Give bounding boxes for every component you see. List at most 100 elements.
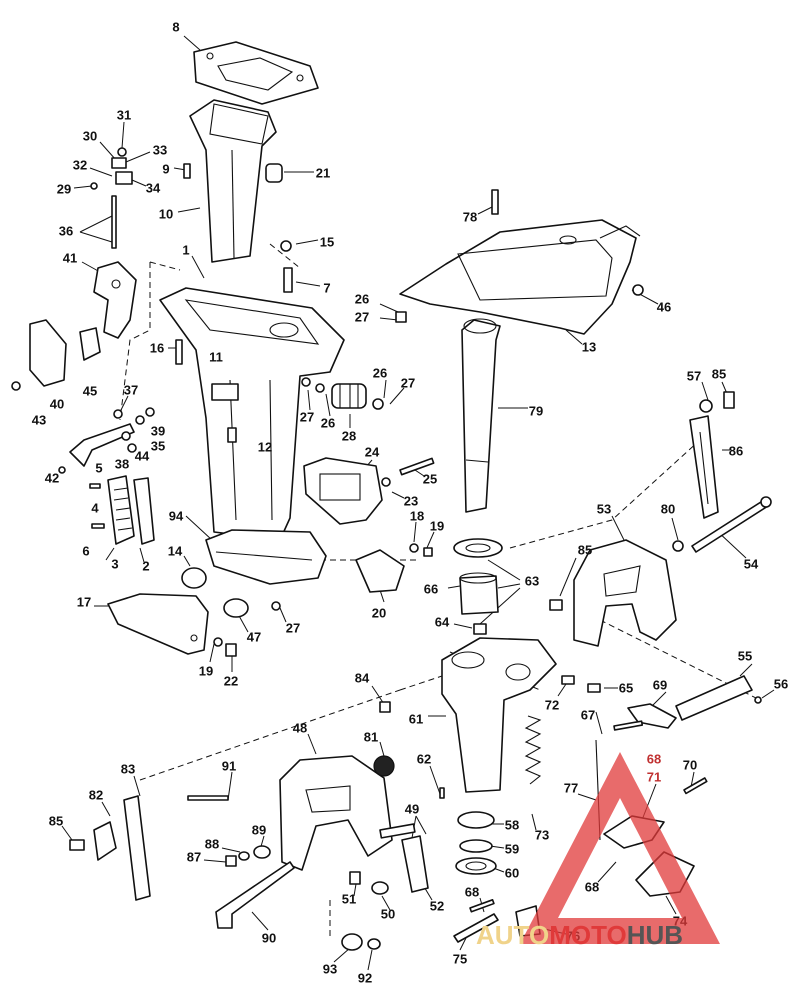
callout-35: 35 <box>151 438 165 453</box>
watermark-text: AUTOMOTOHUB <box>476 920 683 950</box>
part-94-cavitation-plate <box>205 529 327 585</box>
callout-27: 27 <box>286 620 300 635</box>
callout-54: 54 <box>744 556 759 571</box>
callout-88: 88 <box>205 836 219 851</box>
part-79-steering-tube <box>461 318 501 513</box>
part-83-link <box>123 795 151 901</box>
part-1-drive-shaft-housing <box>159 287 345 541</box>
callout-53: 53 <box>597 501 611 516</box>
callout-55: 55 <box>738 648 752 663</box>
callout-38: 38 <box>115 456 129 471</box>
callout-47: 47 <box>247 629 261 644</box>
callout-52: 52 <box>430 898 444 913</box>
callout-23: 23 <box>404 493 418 508</box>
callout-22: 22 <box>224 673 238 688</box>
part-21-plug <box>265 163 283 183</box>
part-54-tilt-rod <box>691 496 772 553</box>
part-41-shift-lever <box>93 261 137 339</box>
callout-27: 27 <box>355 309 369 324</box>
watermark-moto: MOTO <box>549 920 627 950</box>
callout-3: 3 <box>111 556 118 571</box>
callout-4: 4 <box>91 500 99 515</box>
callout-77: 77 <box>564 780 578 795</box>
callout-19: 19 <box>199 663 213 678</box>
automotohub-watermark: AUTOMOTOHUB <box>476 752 720 950</box>
callout-85: 85 <box>49 813 63 828</box>
callout-72: 72 <box>545 697 559 712</box>
part-73-spring <box>524 715 542 785</box>
callout-68: 68 <box>585 879 599 894</box>
watermark-hub: HUB <box>627 920 683 950</box>
callout-27: 27 <box>300 409 314 424</box>
callout-75: 75 <box>453 951 467 966</box>
callout-42: 42 <box>45 470 59 485</box>
callout-30: 30 <box>83 128 97 143</box>
part-66-bushing <box>459 572 499 615</box>
callout-37: 37 <box>124 382 138 397</box>
part-93-washer <box>341 933 363 951</box>
part-14-grommet <box>181 567 207 589</box>
callout-48: 48 <box>293 720 307 735</box>
part-82-plate <box>93 821 117 861</box>
callout-57: 57 <box>687 368 701 383</box>
callout-56: 56 <box>774 676 788 691</box>
callout-31: 31 <box>117 107 131 122</box>
part-47-grommet <box>223 598 249 618</box>
callout-82: 82 <box>89 787 103 802</box>
callout-68: 68 <box>465 884 479 899</box>
part-92-nut <box>367 938 381 950</box>
callout-58: 58 <box>505 817 519 832</box>
callout-29: 29 <box>57 181 71 196</box>
callout-79: 79 <box>529 403 543 418</box>
callout-16: 16 <box>150 340 164 355</box>
callout-8: 8 <box>172 19 179 34</box>
callout-39: 39 <box>151 423 165 438</box>
part-13-swivel-bracket <box>399 219 641 335</box>
callout-17: 17 <box>77 594 91 609</box>
part-63-washer <box>453 538 503 558</box>
part-90-tilt-lever <box>215 861 295 929</box>
part-40-bracket <box>29 319 67 387</box>
part-24-mount-cover <box>303 457 383 525</box>
callout-85: 85 <box>712 366 726 381</box>
callout-83: 83 <box>121 761 135 776</box>
callout-93: 93 <box>323 961 337 976</box>
callout-61: 61 <box>409 711 423 726</box>
callout-28: 28 <box>342 428 356 443</box>
callout-69: 69 <box>653 677 667 692</box>
callout-21: 21 <box>316 165 330 180</box>
callout-84: 84 <box>355 670 370 685</box>
callout-85: 85 <box>578 542 592 557</box>
callout-67: 67 <box>581 707 595 722</box>
callout-71: 71 <box>647 769 661 784</box>
part-61-swivel-housing <box>441 637 557 793</box>
callout-11: 11 <box>209 349 223 364</box>
small-fasteners <box>11 147 762 913</box>
callout-89: 89 <box>252 822 266 837</box>
callout-19: 19 <box>430 518 444 533</box>
callout-32: 32 <box>73 157 87 172</box>
part-10-exhaust-housing <box>189 99 277 263</box>
callout-41: 41 <box>63 250 77 265</box>
part-58-bushing <box>457 811 495 829</box>
callout-51: 51 <box>342 891 356 906</box>
callout-6: 6 <box>82 543 89 558</box>
callout-78: 78 <box>463 209 477 224</box>
part-8-gasket <box>193 41 319 105</box>
callout-65: 65 <box>619 680 633 695</box>
part-28-rubber-mount <box>331 383 367 409</box>
callout-12: 12 <box>258 439 272 454</box>
callout-49: 49 <box>405 801 419 816</box>
callout-68: 68 <box>647 751 661 766</box>
callout-25: 25 <box>423 471 437 486</box>
callout-36: 36 <box>59 223 73 238</box>
callout-40: 40 <box>50 396 64 411</box>
callout-33: 33 <box>153 142 167 157</box>
part-2-plate <box>133 477 155 545</box>
callout-91: 91 <box>222 758 236 773</box>
callout-87: 87 <box>187 849 201 864</box>
callout-9: 9 <box>162 161 169 176</box>
callout-44: 44 <box>135 448 150 463</box>
